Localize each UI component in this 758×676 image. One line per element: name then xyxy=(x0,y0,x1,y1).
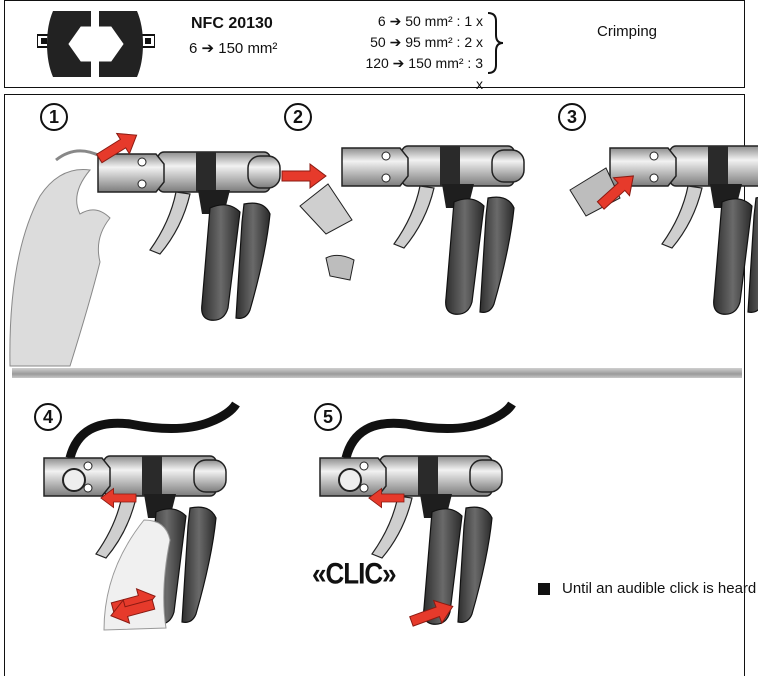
section-divider xyxy=(12,368,742,378)
right-brace-icon xyxy=(487,12,504,74)
instructions-panel xyxy=(4,94,745,676)
note-text: Until an audible click is heard xyxy=(562,580,757,597)
click-sound-label: «CLIC» xyxy=(312,555,397,591)
step-number-5: 5 xyxy=(314,403,342,431)
ratio-row: 120 ➔ 150 mm² : 3 x xyxy=(365,55,483,92)
standard-title: NFC 20130 xyxy=(191,15,273,32)
step-number-1: 1 xyxy=(40,103,68,131)
operation-label: Crimping xyxy=(597,23,658,40)
step-number-3: 3 xyxy=(558,103,586,131)
step-number-4: 4 xyxy=(34,403,62,431)
ratio-row: 6 ➔ 50 mm² : 1 x xyxy=(377,13,483,29)
step1-scene xyxy=(9,124,281,367)
step-number-2: 2 xyxy=(284,103,312,131)
header-box: NFC 20130 6 ➔ 150 mm² 6 ➔ 50 mm² : 1 x 5… xyxy=(4,0,745,92)
step5-scene xyxy=(319,401,516,634)
step2-scene xyxy=(281,145,525,315)
hexagonal-die-icon xyxy=(37,9,155,79)
step3-scene xyxy=(569,145,758,315)
ratio-row: 50 ➔ 95 mm² : 2 x xyxy=(370,34,483,50)
step4-scene xyxy=(43,401,240,631)
crimp-ratio-list: 6 ➔ 50 mm² : 1 x 50 ➔ 95 mm² : 2 x 120 ➔… xyxy=(355,11,483,95)
section-range: 6 ➔ 150 mm² xyxy=(189,40,278,57)
audible-click-note: Until an audible click is heard xyxy=(538,580,756,597)
bullet-square-icon xyxy=(538,582,550,595)
